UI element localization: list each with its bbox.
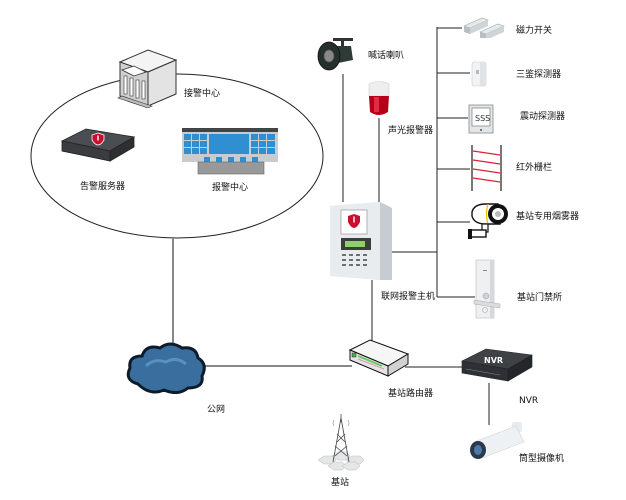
label-router: 基站路由器 <box>388 389 434 399</box>
sensor-label-5: 基站专用烟雾器 <box>516 212 580 222</box>
sensor-label-1: 磁力开关 <box>516 26 553 36</box>
loudspeaker-icon <box>317 38 353 71</box>
label-nvr: NVR <box>519 396 539 406</box>
label-loudspeaker: 喊话喇叭 <box>368 51 405 61</box>
nvr-screen-text: NVR <box>484 356 503 365</box>
svg-text:SSS: SSS <box>475 114 490 123</box>
cloud-icon <box>126 342 206 394</box>
label-receiving-center: 接警中心 <box>184 89 221 99</box>
label-strobe-siren: 声光报警器 <box>388 126 434 136</box>
sensor-label-4: 红外栅栏 <box>516 163 553 173</box>
sensor-label-6: 基站门禁所 <box>517 293 563 303</box>
smoke-device-icon <box>468 203 508 239</box>
magnetic-switch-icon <box>463 17 505 38</box>
router-icon <box>348 339 410 377</box>
triple-tech-detector-icon <box>471 61 487 87</box>
building-icon <box>117 49 178 108</box>
label-bullet-camera: 筒型摄像机 <box>519 454 565 464</box>
door-access-icon <box>473 259 501 319</box>
label-alarm-host: 联网报警主机 <box>381 292 436 302</box>
label-alarm-server: 告警服务器 <box>80 182 126 192</box>
label-alarm-center: 报警中心 <box>212 183 249 193</box>
sensor-label-3: 震动探测器 <box>520 112 566 122</box>
alarm-center-boundary <box>30 73 324 239</box>
label-base-station: 基站 <box>331 478 350 488</box>
bullet-camera-icon <box>470 422 525 459</box>
nvr-icon: NVR <box>461 348 533 382</box>
sensor-label-2: 三鉴探测器 <box>516 70 562 80</box>
base-station-icon <box>317 414 365 471</box>
alarm-host-icon <box>330 202 392 280</box>
vibration-detector-icon: SSS <box>468 104 494 134</box>
video-wall-icon <box>182 128 278 175</box>
infrared-fence-icon <box>471 145 502 191</box>
alarm-server-icon <box>60 128 136 162</box>
label-public-net: 公网 <box>207 405 226 415</box>
strobe-siren-icon <box>368 81 390 115</box>
